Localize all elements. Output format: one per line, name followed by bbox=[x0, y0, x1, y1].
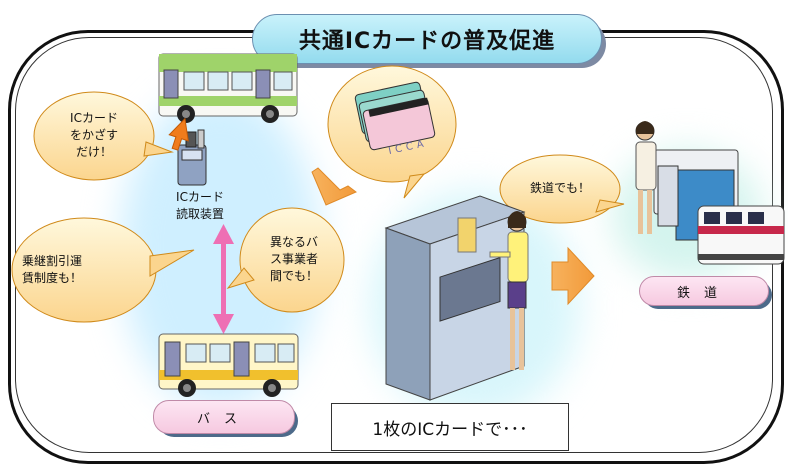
ticket-terminal-illustration bbox=[384, 195, 526, 401]
ic-cards-illustration bbox=[354, 81, 436, 151]
train-illustration bbox=[697, 205, 785, 265]
bubble-operators bbox=[239, 207, 345, 313]
bubble-transfer-text: 乗継割引運 賃制度も！ bbox=[22, 254, 83, 285]
bubble-tap bbox=[33, 91, 155, 181]
arrow-to-cards bbox=[311, 167, 357, 206]
woman-illustration bbox=[489, 211, 529, 370]
page-title: 共通ICカードの普及促進 bbox=[252, 14, 602, 64]
card-reader-illustration bbox=[177, 129, 207, 186]
bubble-tap-text: ICカード をかざす だけ！ bbox=[69, 111, 118, 159]
title-banner: 共通ICカードの普及促進 bbox=[252, 14, 606, 68]
card-reader-label: ICカード 読取装置 bbox=[175, 190, 224, 221]
bus-bottom-illustration bbox=[158, 333, 299, 397]
bus-link-double-arrow bbox=[213, 224, 234, 334]
tap-arrow bbox=[168, 117, 189, 151]
bus-top-illustration bbox=[158, 53, 298, 123]
passenger-illustration bbox=[635, 121, 657, 234]
bubble-operators-text: 異なるバ ス事業者 間でも！ bbox=[269, 235, 318, 283]
caption-box: 1枚のICカードで･･･ bbox=[331, 403, 569, 451]
rail-tag: 鉄道 bbox=[639, 276, 769, 306]
bubble-railway-text: 鉄道でも！ bbox=[529, 181, 590, 195]
bus-tag: バス bbox=[153, 400, 295, 434]
railway-gate-illustration bbox=[653, 149, 739, 241]
arrow-to-railway bbox=[551, 246, 595, 306]
bubble-railway bbox=[499, 154, 621, 224]
